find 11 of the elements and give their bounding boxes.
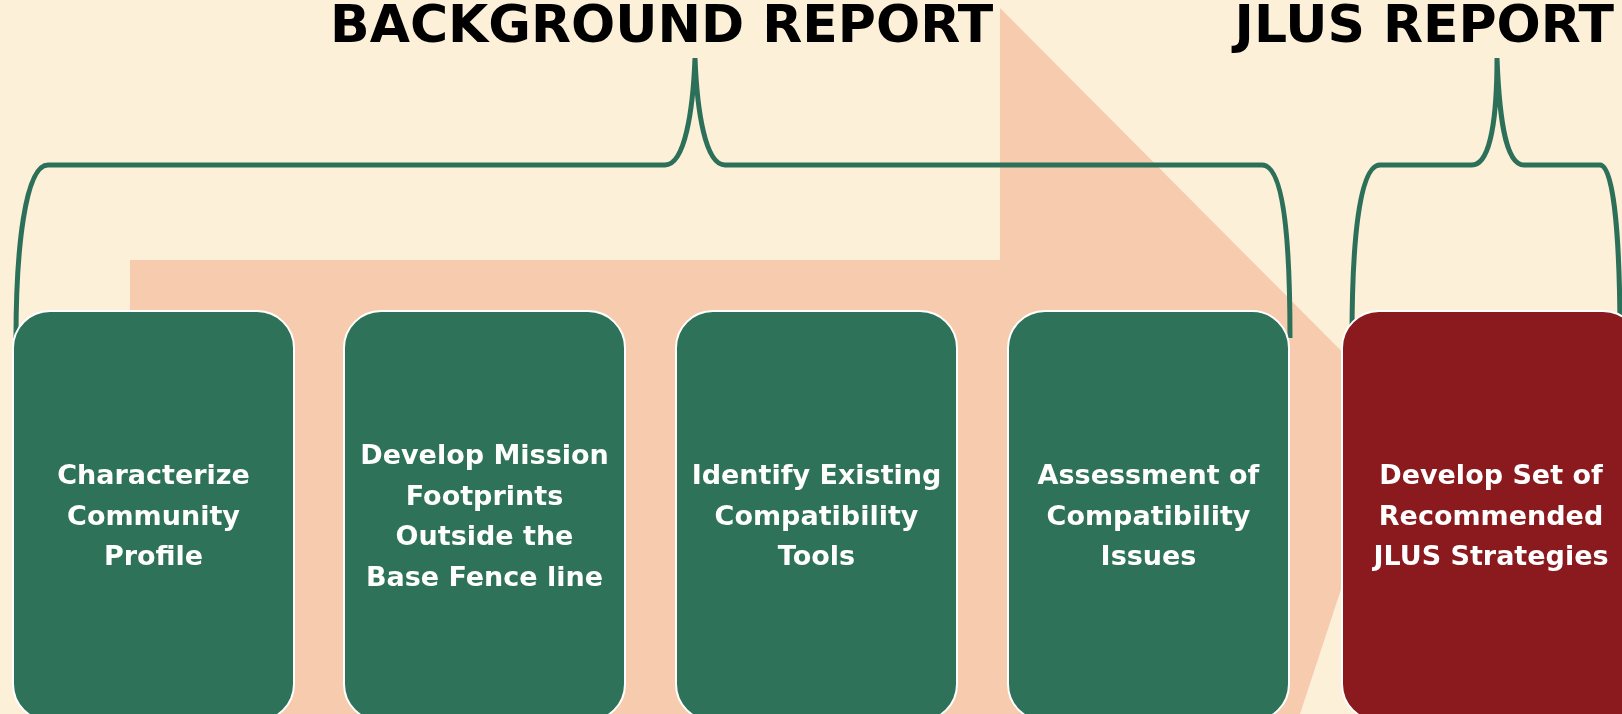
box-label: Characterize Community Profile [56,458,251,574]
process-box [675,310,958,714]
box-label: Develop Set of Recommended JLUS Strategies [1371,458,1610,574]
box-label: Develop Mission Footprints Outside the Base Fence line [359,438,610,594]
report-heading: BACKGROUND REPORT [330,0,994,54]
box-label: Assessment of Compatibility Issues [1036,458,1261,574]
box-label: Identify Existing Compatibility Tools [691,458,942,574]
process-box [343,310,626,714]
process-box [1007,310,1290,714]
process-box [12,310,295,714]
strategy-box [1341,310,1622,714]
